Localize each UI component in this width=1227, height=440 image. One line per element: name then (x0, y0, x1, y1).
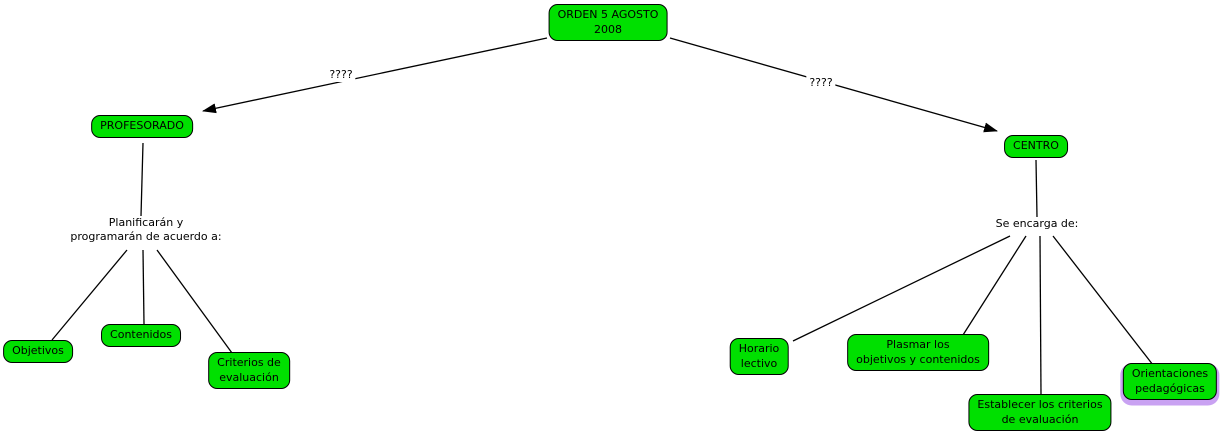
node-centro[interactable]: CENTRO (1004, 135, 1068, 158)
edge-se-encarga-establecer (1039, 235, 1042, 396)
edge-root-profesorado (202, 37, 548, 114)
link-label-right[interactable]: ???? (806, 76, 836, 91)
edge-planificaran-criterios (156, 249, 233, 354)
edge-centro-se-encarga (1035, 159, 1038, 218)
edge-se-encarga-orientaciones (1052, 235, 1154, 366)
text-node-se-encarga[interactable]: Se encarga de: (992, 217, 1082, 232)
node-contenidos[interactable]: Contenidos (101, 324, 181, 347)
node-orden-5-agosto-2008[interactable]: ORDEN 5 AGOSTO 2008 (548, 4, 668, 42)
text-node-planificaran[interactable]: Planificarán y programarán de acuerdo a: (67, 216, 225, 245)
node-horario-lectivo[interactable]: Horario lectivo (729, 338, 789, 376)
edge-se-encarga-plasmar (962, 235, 1027, 336)
node-orientaciones-pedagogicas[interactable]: Orientaciones pedagógicas (1122, 363, 1218, 401)
edge-planificaran-objetivos (51, 249, 128, 341)
link-label-left[interactable]: ???? (326, 68, 356, 83)
edge-profesorado-planificaran (140, 142, 144, 217)
node-profesorado[interactable]: PROFESORADO (91, 115, 193, 138)
node-criterios-de-evaluacion[interactable]: Criterios de evaluación (208, 352, 290, 390)
node-objetivos[interactable]: Objetivos (3, 340, 73, 363)
edge-planificaran-contenidos (142, 249, 145, 325)
node-establecer-criterios-evaluacion[interactable]: Establecer los criterios de evaluación (968, 394, 1112, 432)
edge-se-encarga-horario (792, 235, 1011, 342)
node-plasmar-objetivos-contenidos[interactable]: Plasmar los objetivos y contenidos (847, 334, 989, 372)
